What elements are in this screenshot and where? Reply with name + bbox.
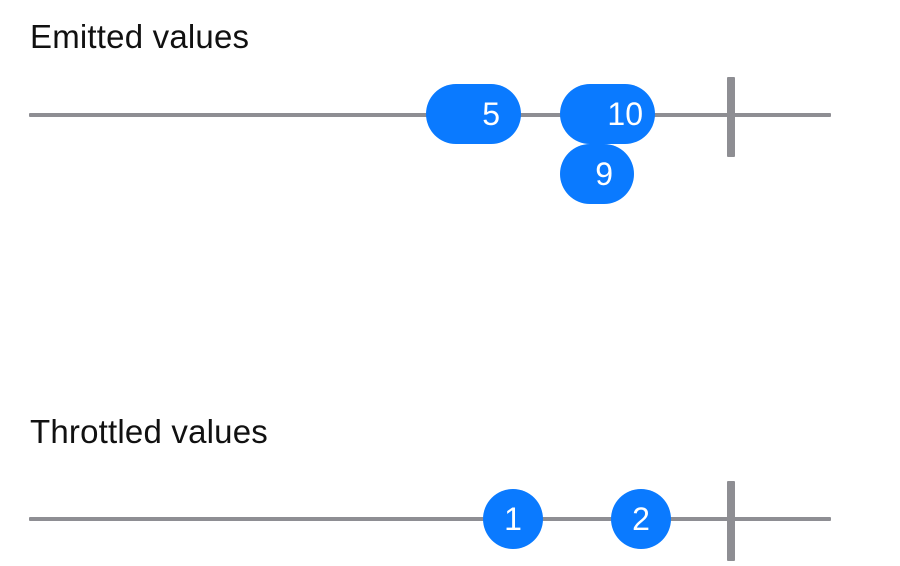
emitted-completion-marker: [727, 77, 735, 157]
emitted-marble-5: 5: [426, 84, 521, 144]
throttled-completion-marker: [727, 481, 735, 561]
emitted-marble-10: 10: [560, 84, 655, 144]
throttled-axis: [29, 517, 831, 521]
emitted-values-title: Emitted values: [30, 18, 250, 55]
emitted-marble-9: 9: [560, 144, 634, 204]
throttled-marble-2: 2: [611, 489, 671, 549]
throttled-values-title: Throttled values: [30, 413, 268, 450]
throttled-marble-1: 1: [483, 489, 543, 549]
